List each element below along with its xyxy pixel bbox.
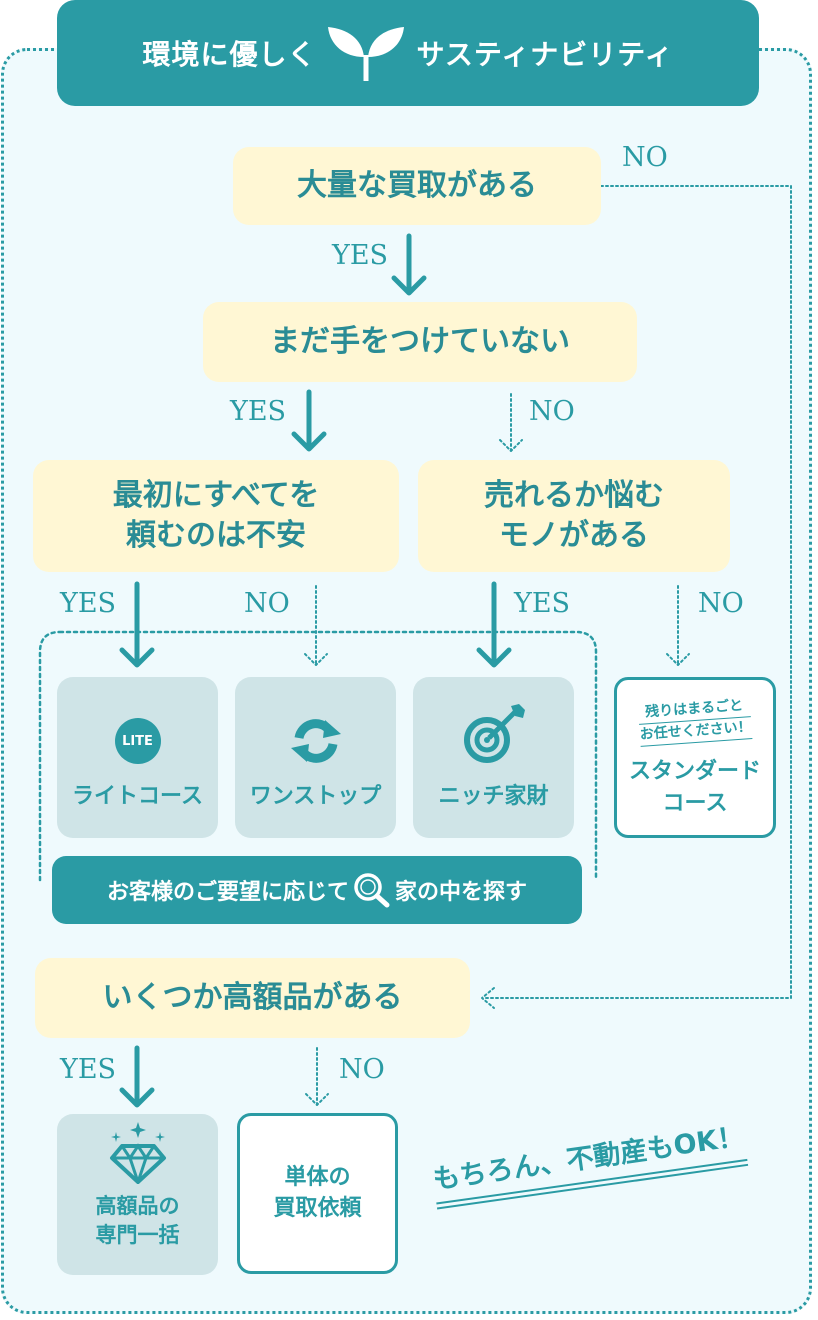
lite-badge-text: LITE (122, 733, 153, 749)
option-label: ニッチ家財 (438, 784, 549, 809)
arrow-q4-yes (476, 581, 512, 668)
header-banner: 環境に優しく サスティナビリティ (57, 0, 759, 106)
label-yes: YES (60, 1054, 117, 1085)
option-label-line2: コース (662, 790, 728, 816)
option-single-purchase[interactable]: 単体の 買取依頼 (237, 1113, 398, 1274)
question-some-luxury: いくつか高額品がある (35, 958, 470, 1038)
option-label-line1: 単体の (284, 1164, 351, 1190)
arrow-q4-no (666, 585, 690, 666)
option-luxury-bulk[interactable]: 高額品の 専門一括 (57, 1114, 218, 1275)
label-yes: YES (60, 588, 117, 619)
label-no: NO (622, 142, 668, 173)
question-text-line2: 頼むのは不安 (126, 518, 306, 553)
header-title-right: サスティナビリティ (416, 38, 674, 71)
option-standard-course[interactable]: 残りはまるごと お任せください！ スタンダード コース (614, 677, 776, 838)
question-bulk-purchase: 大量な買取がある (233, 147, 601, 225)
option-label-line1: 高額品の (95, 1194, 180, 1219)
arrow-q2-no (499, 393, 523, 452)
arrow-q1-yes (391, 233, 427, 296)
arrow-q5-yes (119, 1045, 155, 1108)
option-label: ライトコース (72, 784, 203, 809)
option-label: ワンストップ (249, 784, 382, 809)
option-label-line1: スタンダード (628, 758, 761, 784)
options-group-border (38, 630, 598, 882)
refresh-icon (290, 719, 341, 763)
question-text: いくつか高額品がある (102, 979, 403, 1015)
question-text-line1: 最初にすべてを (112, 477, 320, 513)
target-icon (463, 704, 525, 763)
question-text-line1: 売れるか悩む (484, 477, 664, 513)
diamond-icon (109, 1122, 166, 1185)
label-yes: YES (332, 240, 389, 271)
standard-note: 残りはまるごと お任せください！ (637, 694, 753, 747)
question-untouched: まだ手をつけていない (203, 302, 637, 382)
label-yes: YES (514, 588, 571, 619)
label-no: NO (339, 1054, 385, 1085)
option-niche-goods[interactable]: ニッチ家財 (413, 677, 574, 838)
sprout-icon (328, 27, 405, 81)
label-no: NO (698, 588, 744, 619)
option-one-stop[interactable]: ワンストップ (235, 677, 396, 838)
search-icon (354, 873, 390, 908)
option-label-line2: 買取依頼 (273, 1195, 362, 1221)
search-home-pill: お客様のご要望に応じて 家の中を探す (52, 856, 582, 924)
arrow-q1-no (481, 185, 792, 1009)
arrow-q2-yes (291, 389, 327, 452)
header-title-left: 環境に優しく (142, 38, 317, 71)
arrow-q3-yes (119, 581, 155, 668)
label-no: NO (529, 396, 575, 427)
arrow-q5-no (305, 1047, 329, 1106)
question-text: 大量な買取がある (297, 167, 537, 203)
pill-text-left: お客様のご要望に応じて (106, 880, 349, 905)
pill-text-right: 家の中を探す (395, 880, 528, 905)
lite-badge-icon: LITE (114, 718, 161, 764)
question-anxious-all: 最初にすべてを 頼むのは不安 (33, 460, 399, 572)
option-lite-course[interactable]: LITE ライトコース (57, 677, 218, 838)
label-no: NO (244, 588, 290, 619)
label-yes: YES (230, 396, 287, 427)
arrow-q3-no (304, 585, 328, 666)
question-unsure-items: 売れるか悩む モノがある (418, 460, 730, 572)
question-text: まだ手をつけていない (270, 323, 570, 359)
question-text-line2: モノがある (499, 518, 649, 553)
option-label-line2: 専門一括 (95, 1222, 180, 1247)
